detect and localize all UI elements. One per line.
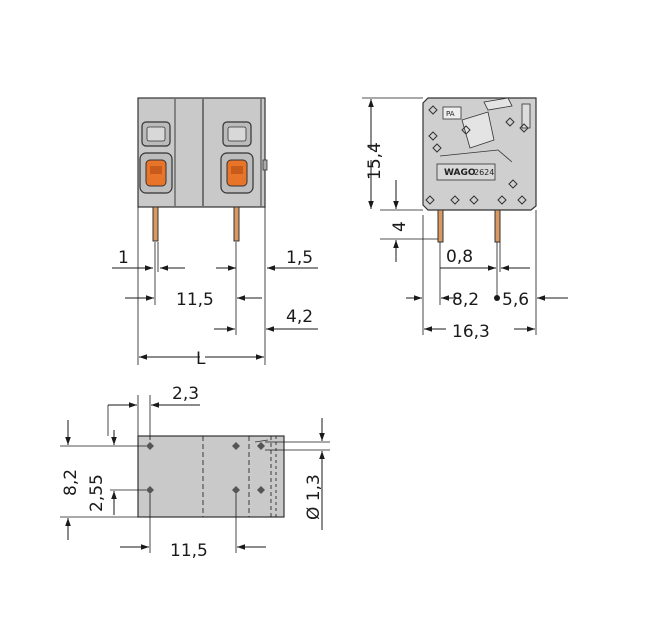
dim-5-6: 5,6 <box>502 290 529 310</box>
side-pin-1 <box>437 209 444 243</box>
dim-1: 1 <box>118 248 129 268</box>
dim-8-2-side: 8,2 <box>452 290 479 310</box>
front-view: 1 1,5 11,5 4,2 L <box>112 97 318 369</box>
dim-hole-diameter: Ø 1,3 <box>304 474 324 520</box>
dim-15-4: 15,4 <box>365 142 385 180</box>
dim-4-2: 4,2 <box>286 307 313 327</box>
footprint-holes <box>146 442 265 494</box>
side-view: PA WAGO 2624 <box>362 97 568 342</box>
footprint-outline <box>137 435 285 518</box>
dim-2-55: 2,55 <box>87 474 107 512</box>
dim-1-5: 1,5 <box>286 248 313 268</box>
front-pole-2 <box>220 121 254 194</box>
side-housing <box>422 97 537 211</box>
marking-brand: WAGO <box>444 168 476 178</box>
pin-2 <box>233 206 240 242</box>
dim-0-8: 0,8 <box>446 247 473 267</box>
marking-part: 2624 <box>474 168 494 177</box>
pin-1 <box>152 206 159 242</box>
dim-4: 4 <box>390 221 410 232</box>
dim-11-5-footprint: 11,5 <box>170 541 208 561</box>
front-pole-1 <box>139 121 173 194</box>
footprint-view: 2,3 8,2 2,55 11,5 Ø 1,3 <box>60 384 330 561</box>
dim-L: L <box>196 349 206 369</box>
dim-11-5-front: 11,5 <box>176 290 214 310</box>
dim-8-2-footprint: 8,2 <box>61 469 81 496</box>
dim-2-3: 2,3 <box>172 384 199 404</box>
dim-16-3: 16,3 <box>452 322 490 342</box>
side-diamonds <box>425 105 529 205</box>
side-pin-2 <box>494 209 501 243</box>
badge-pa: PA <box>446 110 455 118</box>
